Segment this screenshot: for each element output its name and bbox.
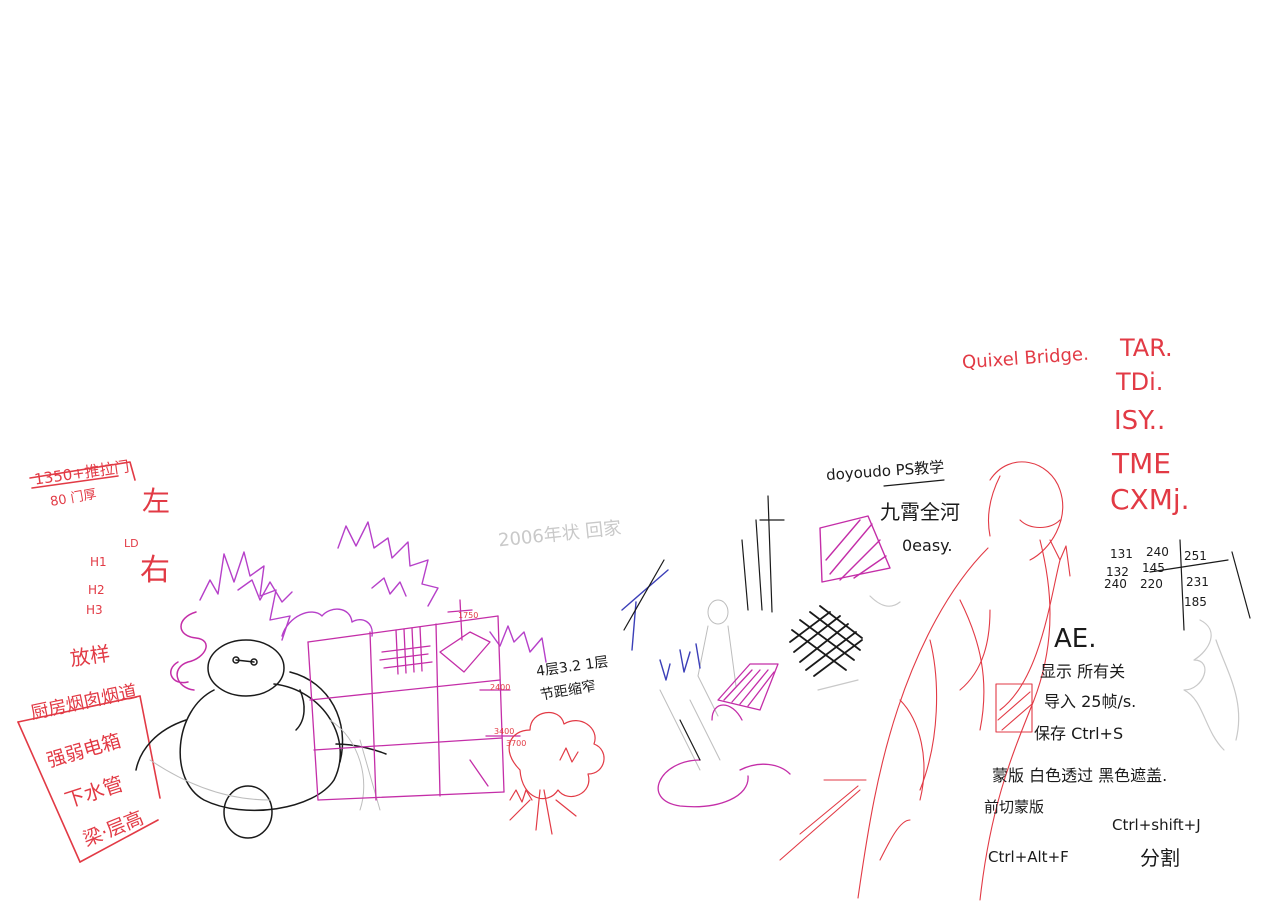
- number-cell: 231: [1186, 575, 1209, 589]
- level-label-h1: H1: [90, 555, 107, 569]
- code-item: ISY..: [1114, 406, 1166, 436]
- dimension-mark: 2400: [490, 683, 511, 692]
- paste-label: 放样: [68, 641, 112, 671]
- number-cell: 145: [1142, 561, 1165, 575]
- code-item: TDi.: [1116, 368, 1164, 396]
- shortcut-fill: Ctrl+Alt+F: [988, 848, 1069, 866]
- character-pencil-lines: [149, 719, 381, 811]
- dimension-mark: 1750: [458, 611, 479, 620]
- number-cell: 185: [1184, 595, 1207, 609]
- boxed-list-frame: [17, 695, 161, 863]
- number-cell: 251: [1184, 549, 1207, 563]
- floor-plan-grid: [307, 599, 521, 801]
- left-squiggles: [170, 611, 207, 691]
- black-crosshatch: [789, 605, 863, 677]
- shortcut-split: Ctrl+shift+J: [1112, 816, 1201, 834]
- word-left: 左: [142, 485, 171, 518]
- dimension-mark: 3400: [494, 727, 515, 736]
- ae-item: 蒙版 白色透过 黑色遮盖.: [992, 766, 1168, 785]
- ps-underline: [883, 479, 945, 487]
- code-item: TME: [1112, 447, 1171, 480]
- seated-figure-ink: [657, 704, 791, 808]
- dimension-mark: 3700: [506, 739, 527, 748]
- blue-ticks: [621, 569, 701, 681]
- ae-title: AE.: [1054, 624, 1097, 654]
- number-cell: 240: [1104, 577, 1127, 591]
- level-label-h2: H2: [88, 583, 105, 597]
- ae-item: 前切蒙版: [984, 798, 1045, 816]
- ae-item: 显示 所有关: [1040, 662, 1126, 681]
- level-label-ld: LD: [124, 537, 139, 550]
- tree-sketch: [508, 711, 605, 835]
- right-pencil-scribbles: [817, 595, 1240, 751]
- bush-outlines: [199, 521, 547, 663]
- number-cell: 220: [1140, 577, 1163, 591]
- arm-anatomy-sketch: [857, 461, 1071, 901]
- seated-figure-sketch: [659, 599, 737, 771]
- character-sketch: [135, 639, 387, 839]
- number-cell: 131: [1110, 547, 1133, 561]
- ae-item: 保存 Ctrl+S: [1034, 724, 1124, 743]
- hatched-parallelogram-1: [717, 663, 779, 711]
- number-cell: 240: [1146, 545, 1169, 559]
- level-label-h3: H3: [86, 603, 103, 617]
- ae-item: 导入 25帧/s.: [1044, 692, 1137, 711]
- split-label: 分割: [1140, 846, 1180, 870]
- number-table-lines: [1149, 539, 1251, 631]
- heading-bracket: [29, 461, 136, 489]
- ps-note-line3: 0easy.: [902, 536, 953, 555]
- number-cell: 132: [1106, 565, 1129, 579]
- dark-lines: [623, 495, 785, 761]
- hatched-parallelogram-2: [819, 515, 891, 583]
- code-item: CXMj.: [1110, 483, 1190, 516]
- ps-note-line2: 九霄全河: [880, 500, 960, 524]
- code-item: TAR.: [1120, 334, 1173, 362]
- word-right: 右: [140, 553, 170, 588]
- red-extra-strokes: [779, 683, 1033, 861]
